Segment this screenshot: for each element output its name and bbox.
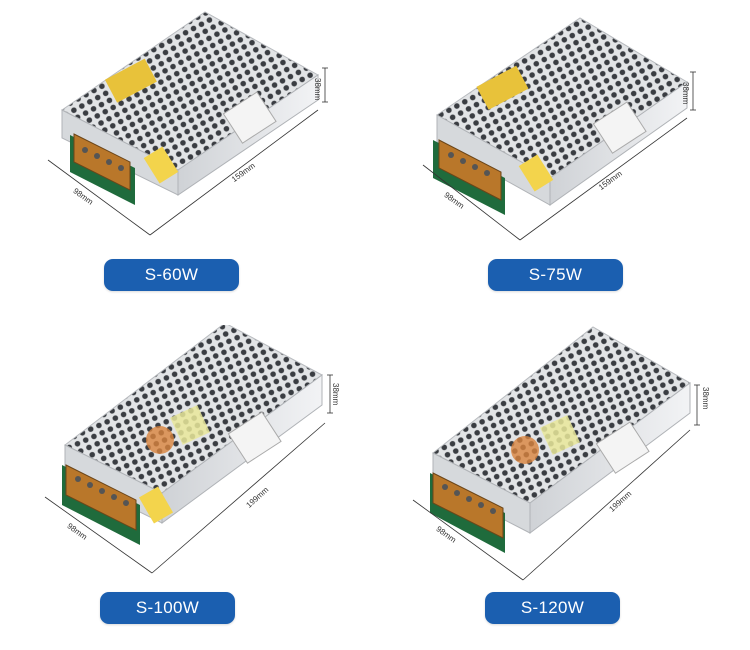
product-cell-s75w: 38mm 98mm 159mm S-75W — [375, 0, 750, 325]
height-dimension: 38mm — [701, 387, 710, 410]
power-supply-image — [47, 11, 328, 236]
model-label: S-100W — [100, 592, 235, 624]
model-label: S-60W — [104, 259, 239, 291]
height-dimension: 38mm — [681, 82, 690, 105]
product-cell-s120w: 38mm 98mm 199mm S-120W — [375, 325, 750, 650]
height-dimension: 38mm — [331, 383, 340, 406]
model-label: S-75W — [488, 259, 623, 291]
height-dimension: 38mm — [313, 78, 322, 101]
product-cell-s100w: 38mm 98mm 199mm S-100W — [0, 325, 375, 650]
model-label: S-120W — [485, 592, 620, 624]
product-cell-s60w: 38mm 98mm 159mm S-60W — [0, 0, 375, 325]
power-supply-image — [422, 17, 696, 241]
power-supply-image — [412, 326, 700, 581]
power-supply-image — [44, 325, 333, 574]
